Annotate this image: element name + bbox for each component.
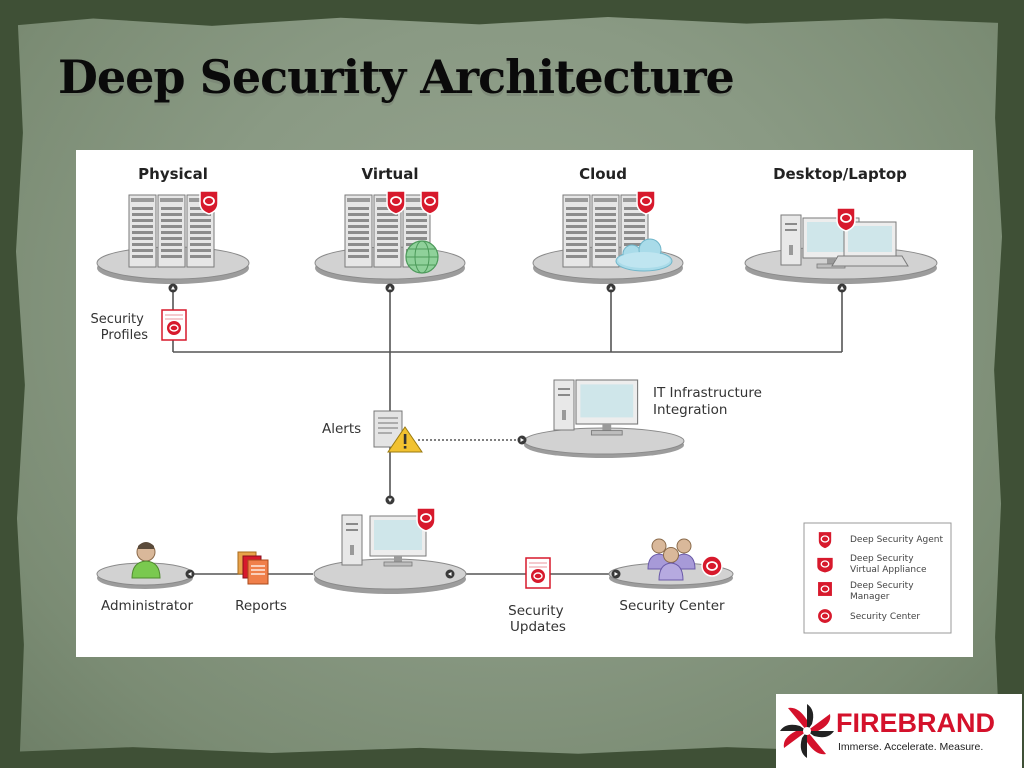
reports-node: Reports	[235, 551, 287, 614]
desktop-laptop-node: Desktop/Laptop	[744, 165, 938, 284]
alerts-label: Alerts	[322, 421, 361, 437]
security-profiles-label: Security Profiles	[90, 312, 148, 343]
warning-icon	[387, 426, 423, 453]
security-update-document-icon	[525, 557, 551, 589]
it-integration-label: IT Infrastructure Integration	[653, 385, 766, 418]
security-center-label: Security Center	[619, 598, 725, 614]
label-virtual: Virtual	[362, 165, 419, 183]
legend-virtual-appliance-label: Deep Security Virtual Appliance	[850, 554, 927, 575]
agent-shield-icon	[199, 190, 219, 215]
logo-wordmark: FIREBRAND	[836, 708, 995, 738]
agent-shield-icon	[420, 190, 440, 215]
firebrand-swirl-icon	[780, 704, 834, 758]
it-infrastructure-node: IT Infrastructure Integration	[523, 379, 766, 458]
reports-label: Reports	[235, 598, 287, 614]
architecture-diagram: Physical Virtual Cloud	[76, 150, 973, 657]
deep-security-manager-node	[313, 507, 467, 594]
slide-title: Deep Security Architecture	[58, 50, 735, 104]
virtual-node: Virtual	[314, 165, 466, 284]
manager-shield-icon	[416, 507, 436, 532]
agent-shield-icon	[836, 207, 856, 232]
security-center-node: Security Center	[608, 538, 734, 614]
security-updates-node: Security Updates	[508, 557, 568, 635]
legend: Deep Security Agent Deep Security Virtua…	[803, 522, 952, 634]
alerts-node: Alerts	[322, 410, 423, 453]
firebrand-logo: FIREBRAND Immerse. Accelerate. Measure.	[776, 694, 1022, 768]
user-icon	[131, 542, 161, 579]
label-desktop-laptop: Desktop/Laptop	[773, 165, 907, 183]
security-center-badge-icon	[701, 555, 723, 577]
legend-agent-label: Deep Security Agent	[850, 535, 944, 545]
label-physical: Physical	[138, 165, 208, 183]
administrator-node: Administrator	[96, 542, 194, 614]
users-group-icon	[647, 538, 696, 581]
security-profile-document-icon	[161, 309, 187, 341]
security-profiles: Security Profiles	[90, 309, 187, 343]
administrator-label: Administrator	[101, 598, 193, 614]
cloud-node: Cloud	[532, 165, 684, 284]
legend-agent-shield-icon	[817, 530, 833, 550]
legend-manager-label: Deep Security Manager	[850, 581, 916, 602]
label-cloud: Cloud	[579, 165, 627, 183]
legend-security-center-label: Security Center	[850, 612, 920, 622]
agent-shield-icon	[636, 190, 656, 215]
appliance-shield-icon	[386, 190, 406, 215]
globe-icon	[405, 240, 439, 274]
physical-node: Physical	[96, 165, 250, 284]
security-updates-label: Security Updates	[508, 603, 568, 635]
cloud-icon	[615, 238, 673, 272]
logo-tagline: Immerse. Accelerate. Measure.	[838, 741, 984, 753]
